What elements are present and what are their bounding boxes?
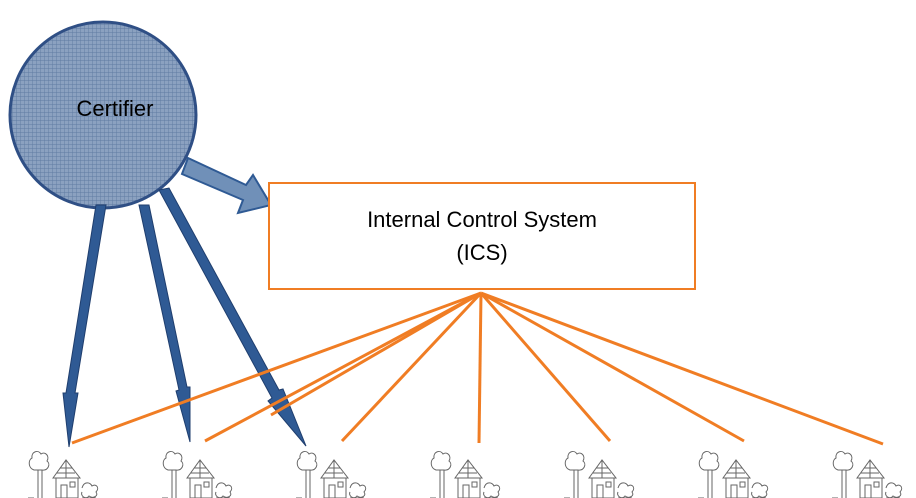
farm-house-icon [162, 450, 233, 498]
ics-farm-connectors [71, 291, 884, 446]
farm-house-icon [430, 450, 501, 498]
farm-house-icon [698, 450, 769, 498]
certifier-label: Certifier [76, 96, 154, 121]
ics-box: Internal Control System (ICS) [268, 182, 696, 290]
connector-farm-4 [340, 291, 483, 443]
connector-farm-7 [480, 291, 745, 443]
ics-title: Internal Control System [367, 207, 597, 232]
farm-house-icon [296, 450, 367, 498]
certifier-farm-arrows [62, 187, 307, 448]
arrow-to-farm-3 [158, 187, 307, 447]
arrow-to-farm-2 [138, 204, 191, 443]
farm-house-icon [832, 450, 903, 498]
ics-abbreviation: (ICS) [456, 240, 508, 265]
farm-house-icon [28, 450, 99, 498]
farm-row [28, 450, 903, 498]
connector-farm-5 [477, 292, 483, 444]
connector-farm-6 [479, 292, 612, 442]
certifier-to-ics-arrow [180, 156, 273, 215]
connector-farm-1 [71, 291, 482, 445]
farm-house-icon [564, 450, 635, 498]
connector-farm-3 [270, 291, 482, 417]
connector-farm-8 [480, 291, 884, 446]
connector-farm-2 [204, 291, 482, 443]
arrow-to-farm-1 [62, 204, 107, 448]
